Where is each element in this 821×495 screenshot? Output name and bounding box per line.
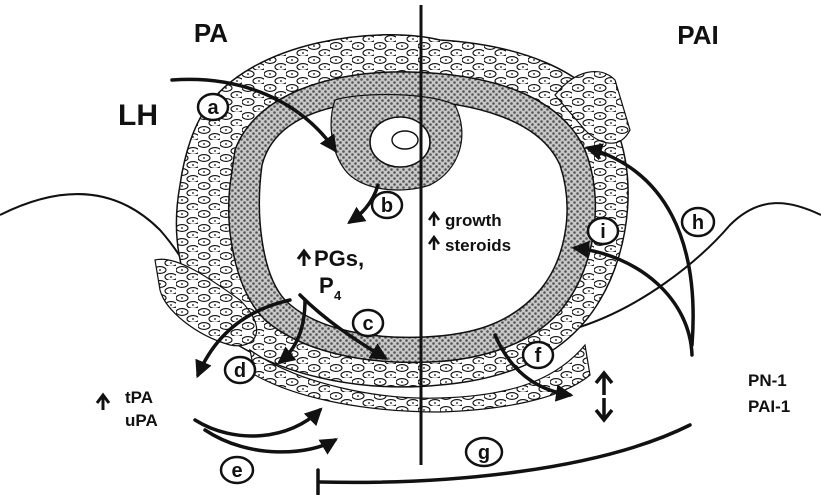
up-arrow-icon xyxy=(596,373,612,395)
tpa-up-arrow-icon xyxy=(97,395,109,410)
svg-text:h: h xyxy=(692,212,704,234)
svg-text:g: g xyxy=(478,442,490,464)
step-e: e xyxy=(221,457,253,483)
step-a: a xyxy=(198,94,228,120)
label-lh: LH xyxy=(118,99,158,132)
label-pn1: PN-1 xyxy=(748,371,787,390)
label-steroids: steroids xyxy=(445,236,511,255)
step-c: c xyxy=(353,310,383,336)
header-pa: PA xyxy=(194,18,228,48)
svg-text:d: d xyxy=(234,360,246,382)
label-growth: growth xyxy=(445,211,502,230)
step-i: i xyxy=(588,218,618,244)
svg-text:e: e xyxy=(231,460,242,482)
header-pai: PAI xyxy=(677,20,718,50)
step-h: h xyxy=(682,208,714,236)
arrow-e xyxy=(195,410,320,436)
svg-text:c: c xyxy=(362,313,373,335)
step-d: d xyxy=(225,357,255,383)
step-b: b xyxy=(372,192,402,218)
step-f: f xyxy=(523,342,553,368)
label-pgs: PGs, xyxy=(314,246,364,271)
label-p4: P xyxy=(319,273,334,298)
label-pai1: PAI-1 xyxy=(748,397,790,416)
svg-text:b: b xyxy=(381,195,393,217)
label-upa: uPA xyxy=(125,411,158,430)
arrow-g-inhibit xyxy=(320,425,690,482)
svg-text:i: i xyxy=(600,221,606,243)
svg-text:a: a xyxy=(207,97,219,119)
down-arrow-icon xyxy=(596,398,612,420)
label-tpa: tPA xyxy=(125,388,153,407)
label-p4-subscript: 4 xyxy=(334,288,342,303)
svg-text:f: f xyxy=(535,345,542,367)
step-g: g xyxy=(466,438,502,466)
